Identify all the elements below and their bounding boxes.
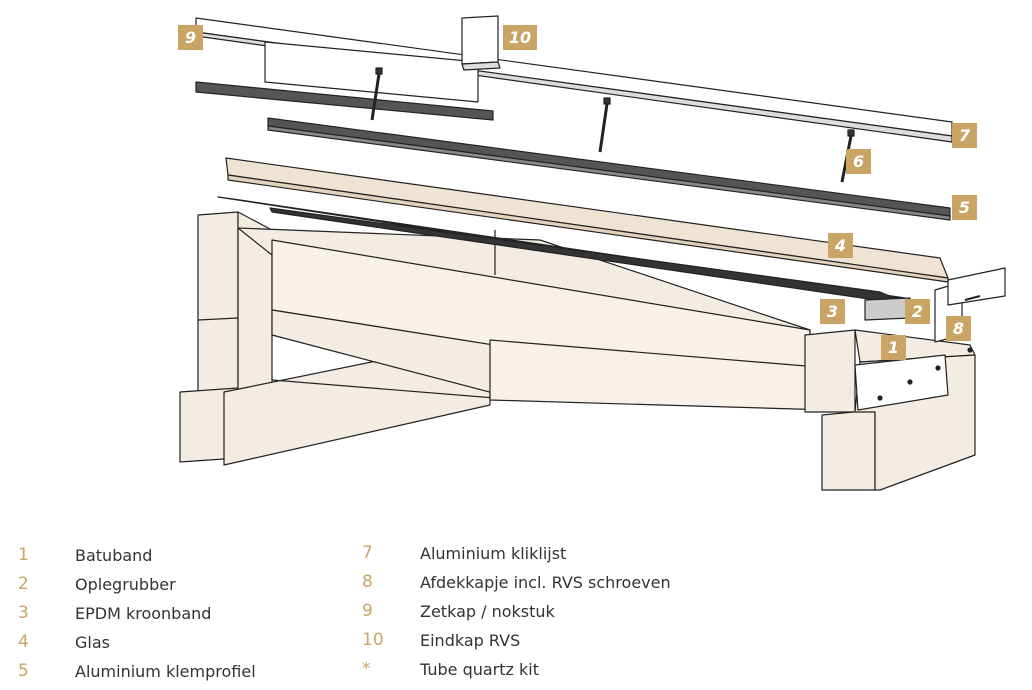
legend-label: Zetkap / nokstuk	[420, 602, 555, 621]
end-cap	[461, 15, 501, 71]
legend-item: 5 Aluminium klemprofiel	[18, 661, 348, 690]
legend-number: 1	[18, 545, 29, 565]
legend-label: Eindkap RVS	[420, 631, 521, 650]
callout-6: 6	[846, 149, 871, 174]
callout-9: 9	[178, 25, 203, 50]
legend-item: 2 Oplegrubber	[18, 574, 348, 603]
legend-left: 1 Batuband 2 Oplegrubber 3 EPDM kroonband 4…	[18, 545, 348, 690]
callout-1: 1	[881, 335, 906, 360]
legend-right: 7 Aluminium kliklijst 8 Afdekkapje incl. R…	[362, 543, 762, 688]
legend-number: 9	[362, 601, 373, 621]
legend-item: 7 Aluminium kliklijst	[362, 543, 762, 572]
legend-number: 10	[362, 630, 384, 650]
legend-item: 9 Zetkap / nokstuk	[362, 601, 762, 630]
legend-number: *	[362, 659, 371, 679]
callout-7: 7	[952, 123, 977, 148]
clamp-profile	[267, 117, 951, 221]
exploded-assembly-diagram	[179, 15, 1006, 491]
legend-number: 3	[18, 603, 29, 623]
callout-5: 5	[952, 195, 977, 220]
legend-item: *Tube quartz kit	[362, 659, 762, 688]
legend-number: 4	[18, 632, 29, 652]
right-post	[804, 329, 976, 491]
legend-label: Afdekkapje incl. RVS schroeven	[420, 573, 671, 592]
legend-label: Aluminium kliklijst	[420, 544, 567, 563]
legend-label: Batuband	[75, 546, 153, 565]
legend-number: 8	[362, 572, 373, 592]
ridge-cap	[195, 17, 953, 143]
callout-10: 10	[503, 25, 537, 50]
callout-3: 3	[820, 299, 845, 324]
click-strip	[195, 81, 494, 121]
legend-number: 2	[18, 574, 29, 594]
batuband-and-cover	[864, 267, 1006, 343]
glass-pane	[225, 157, 949, 283]
legend-number: 7	[362, 543, 373, 563]
legend-item: 4 Glas	[18, 632, 348, 661]
legend-item: 3 EPDM kroonband	[18, 603, 348, 632]
legend-label: Aluminium klemprofiel	[75, 662, 256, 681]
legend-label: Oplegrubber	[75, 575, 176, 594]
legend-item: 1 Batuband	[18, 545, 348, 574]
callout-2: 2	[905, 299, 930, 324]
legend-item: 8 Afdekkapje incl. RVS schroeven	[362, 572, 762, 601]
callout-8: 8	[946, 316, 971, 341]
legend-label: Glas	[75, 633, 110, 652]
legend-label: EPDM kroonband	[75, 604, 212, 623]
legend-item: 10 Eindkap RVS	[362, 630, 762, 659]
legend-number: 5	[18, 661, 29, 681]
callout-4: 4	[828, 233, 853, 258]
